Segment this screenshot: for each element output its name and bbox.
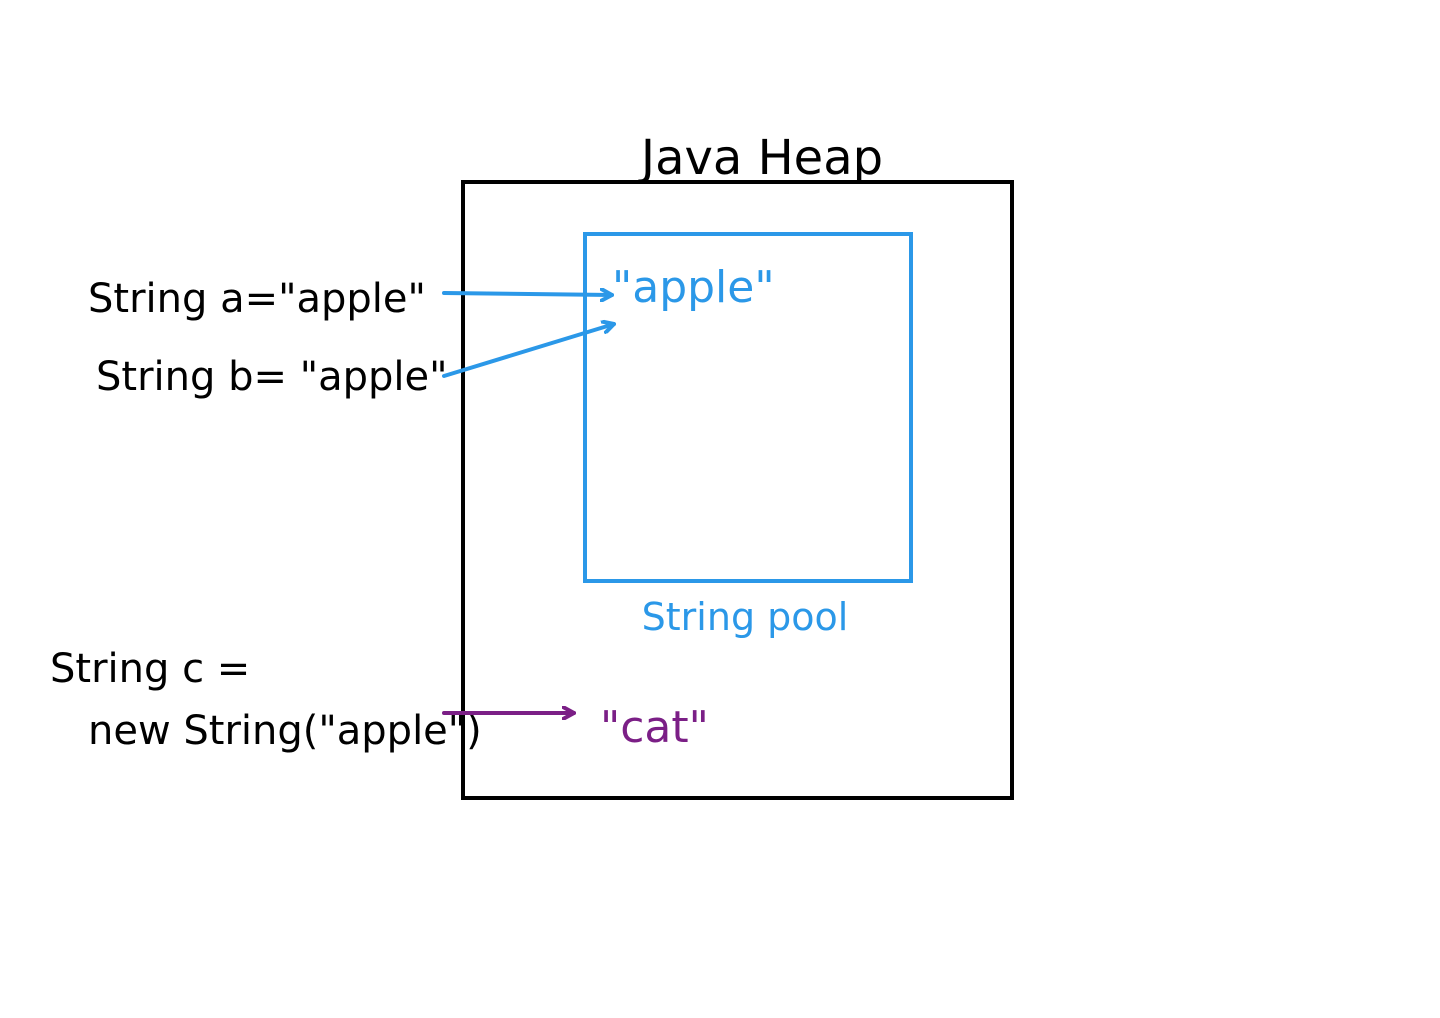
string-pool-label: String pool bbox=[642, 595, 849, 639]
code-line-c1: String c = bbox=[50, 646, 250, 692]
heap-object-cat: "cat" bbox=[600, 702, 709, 753]
code-line-c2: new String("apple") bbox=[88, 708, 482, 754]
reference-arrow-b bbox=[442, 324, 616, 378]
string-pool-box bbox=[583, 232, 913, 583]
code-line-a: String a="apple" bbox=[88, 276, 426, 322]
code-line-b: String b= "apple" bbox=[96, 354, 448, 400]
pool-entry-apple: "apple" bbox=[612, 262, 775, 313]
reference-arrow-a bbox=[442, 293, 614, 295]
java-heap-box bbox=[461, 180, 1014, 800]
heap-title: Java Heap bbox=[638, 130, 883, 186]
